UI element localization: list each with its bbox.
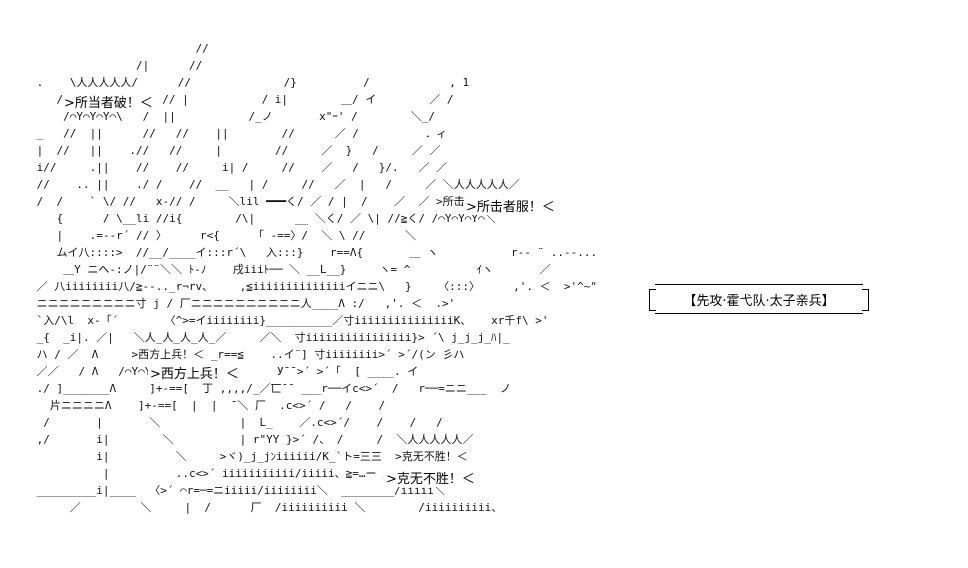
art-line: ./ ]_______Λ ]+-==[ 丁 ,,,,/_／匸¯¯ ___r──イ… xyxy=(30,382,511,395)
art-line: _ // || // // || // ／ / ．ィ xyxy=(30,127,448,140)
shout-callout-bottom-right: >克无不胜！＜ xyxy=(384,468,477,487)
art-line: // xyxy=(30,42,209,55)
art-line: ,/ i| ＼ | r"YY }>´ /、 / / ＼人人人人人／ xyxy=(30,433,474,446)
art-line: ／ ＼ | / 厂 /iiiiiiiiii ＼ /iiiiiiiiii、 xyxy=(30,501,503,514)
art-line: ／ 八iiiiiiii八/≧--.._r¬rv、 ,≦iiiiiiiiiiiii… xyxy=(30,280,597,293)
art-line: { / \__li //i{ /\| __ ＼く/ ／ \| //≧く/ /⌒Y… xyxy=(30,212,496,225)
unit-label-text: 【先攻·霍弋队·太子亲兵】 xyxy=(683,293,835,309)
art-line: i| ＼ >ヾ)_j_jﾝiiiiii/K_`ト=三三 >克无不胜！＜ xyxy=(30,450,468,463)
art-line: | // || .// // | // ／ } / ／ ／ xyxy=(30,144,441,157)
art-line: _{ _i|. ／| ＼人_人_人_人_／ ／＼ 寸iiiiiiiiiiiiii… xyxy=(30,331,510,344)
unit-label-box: 【先攻·霍弋队·太子亲兵】 xyxy=(649,284,869,314)
art-line: // .. || ./ / // __ | / // ／ | / ／ ＼人人人人… xyxy=(30,178,520,191)
art-line: | .=--r´ // 〉 r<{ 「 -==〉/ ＼ \ // ＼ xyxy=(30,229,417,242)
art-line: / / ` \/ // x-// / ＼lil ━━━く/ ／ / | / ／ … xyxy=(30,195,509,208)
art-line: / | ＼ | L_ ／.c<>´/ / / / xyxy=(30,416,443,429)
shout-callout-top-left: >所当者破！＜ xyxy=(62,92,155,111)
art-line: ムイ八::::> //__/____イ:::r´\ 入:::} r==Λ{ ＿ … xyxy=(30,246,598,259)
art-line: ニニニニニニニニニ寸 j / 厂ニニニニニニニニニニ人____Λ :/ ,'. … xyxy=(30,297,456,310)
art-line: _________i|____ 〈>´ ⌒r=─=ニiiiii/iiiiiiii… xyxy=(30,484,445,497)
art-line: 片ニニニニΛ ]+-==[ | | ¯＼ 厂 .c<>´ / / / xyxy=(30,399,386,412)
shout-callout-right-upper: >所击者服！＜ xyxy=(464,196,557,215)
art-line: ＿Y ニヘ-:ノ|/¨¨＼＼ ﾄ-ﾉ 戌iiiﾄ── ＼ __L__} ヽ= ^… xyxy=(30,263,551,276)
art-line: i// .|| // // i| / // ／ / }/. ／ ／ xyxy=(30,161,448,174)
art-line: ハ / ／ Λ >西方上兵！＜ _r==≦ ..イ¨] 寸iiiiiiii>´ … xyxy=(30,348,465,361)
shout-callout-middle-left: >西方上兵！＜ xyxy=(148,363,241,382)
art-line: `入/\l x-「´ 〈^>=イiiiiiiii}__________／寸iii… xyxy=(30,314,549,327)
art-line: /⌒Y⌒Y⌒Y⌒\ / || /_ノ x"ｰ' / ＼_/ xyxy=(30,110,435,123)
art-line: /| // xyxy=(30,59,203,72)
art-line: . \人人人人人/ // /} / , 1 xyxy=(30,76,470,89)
